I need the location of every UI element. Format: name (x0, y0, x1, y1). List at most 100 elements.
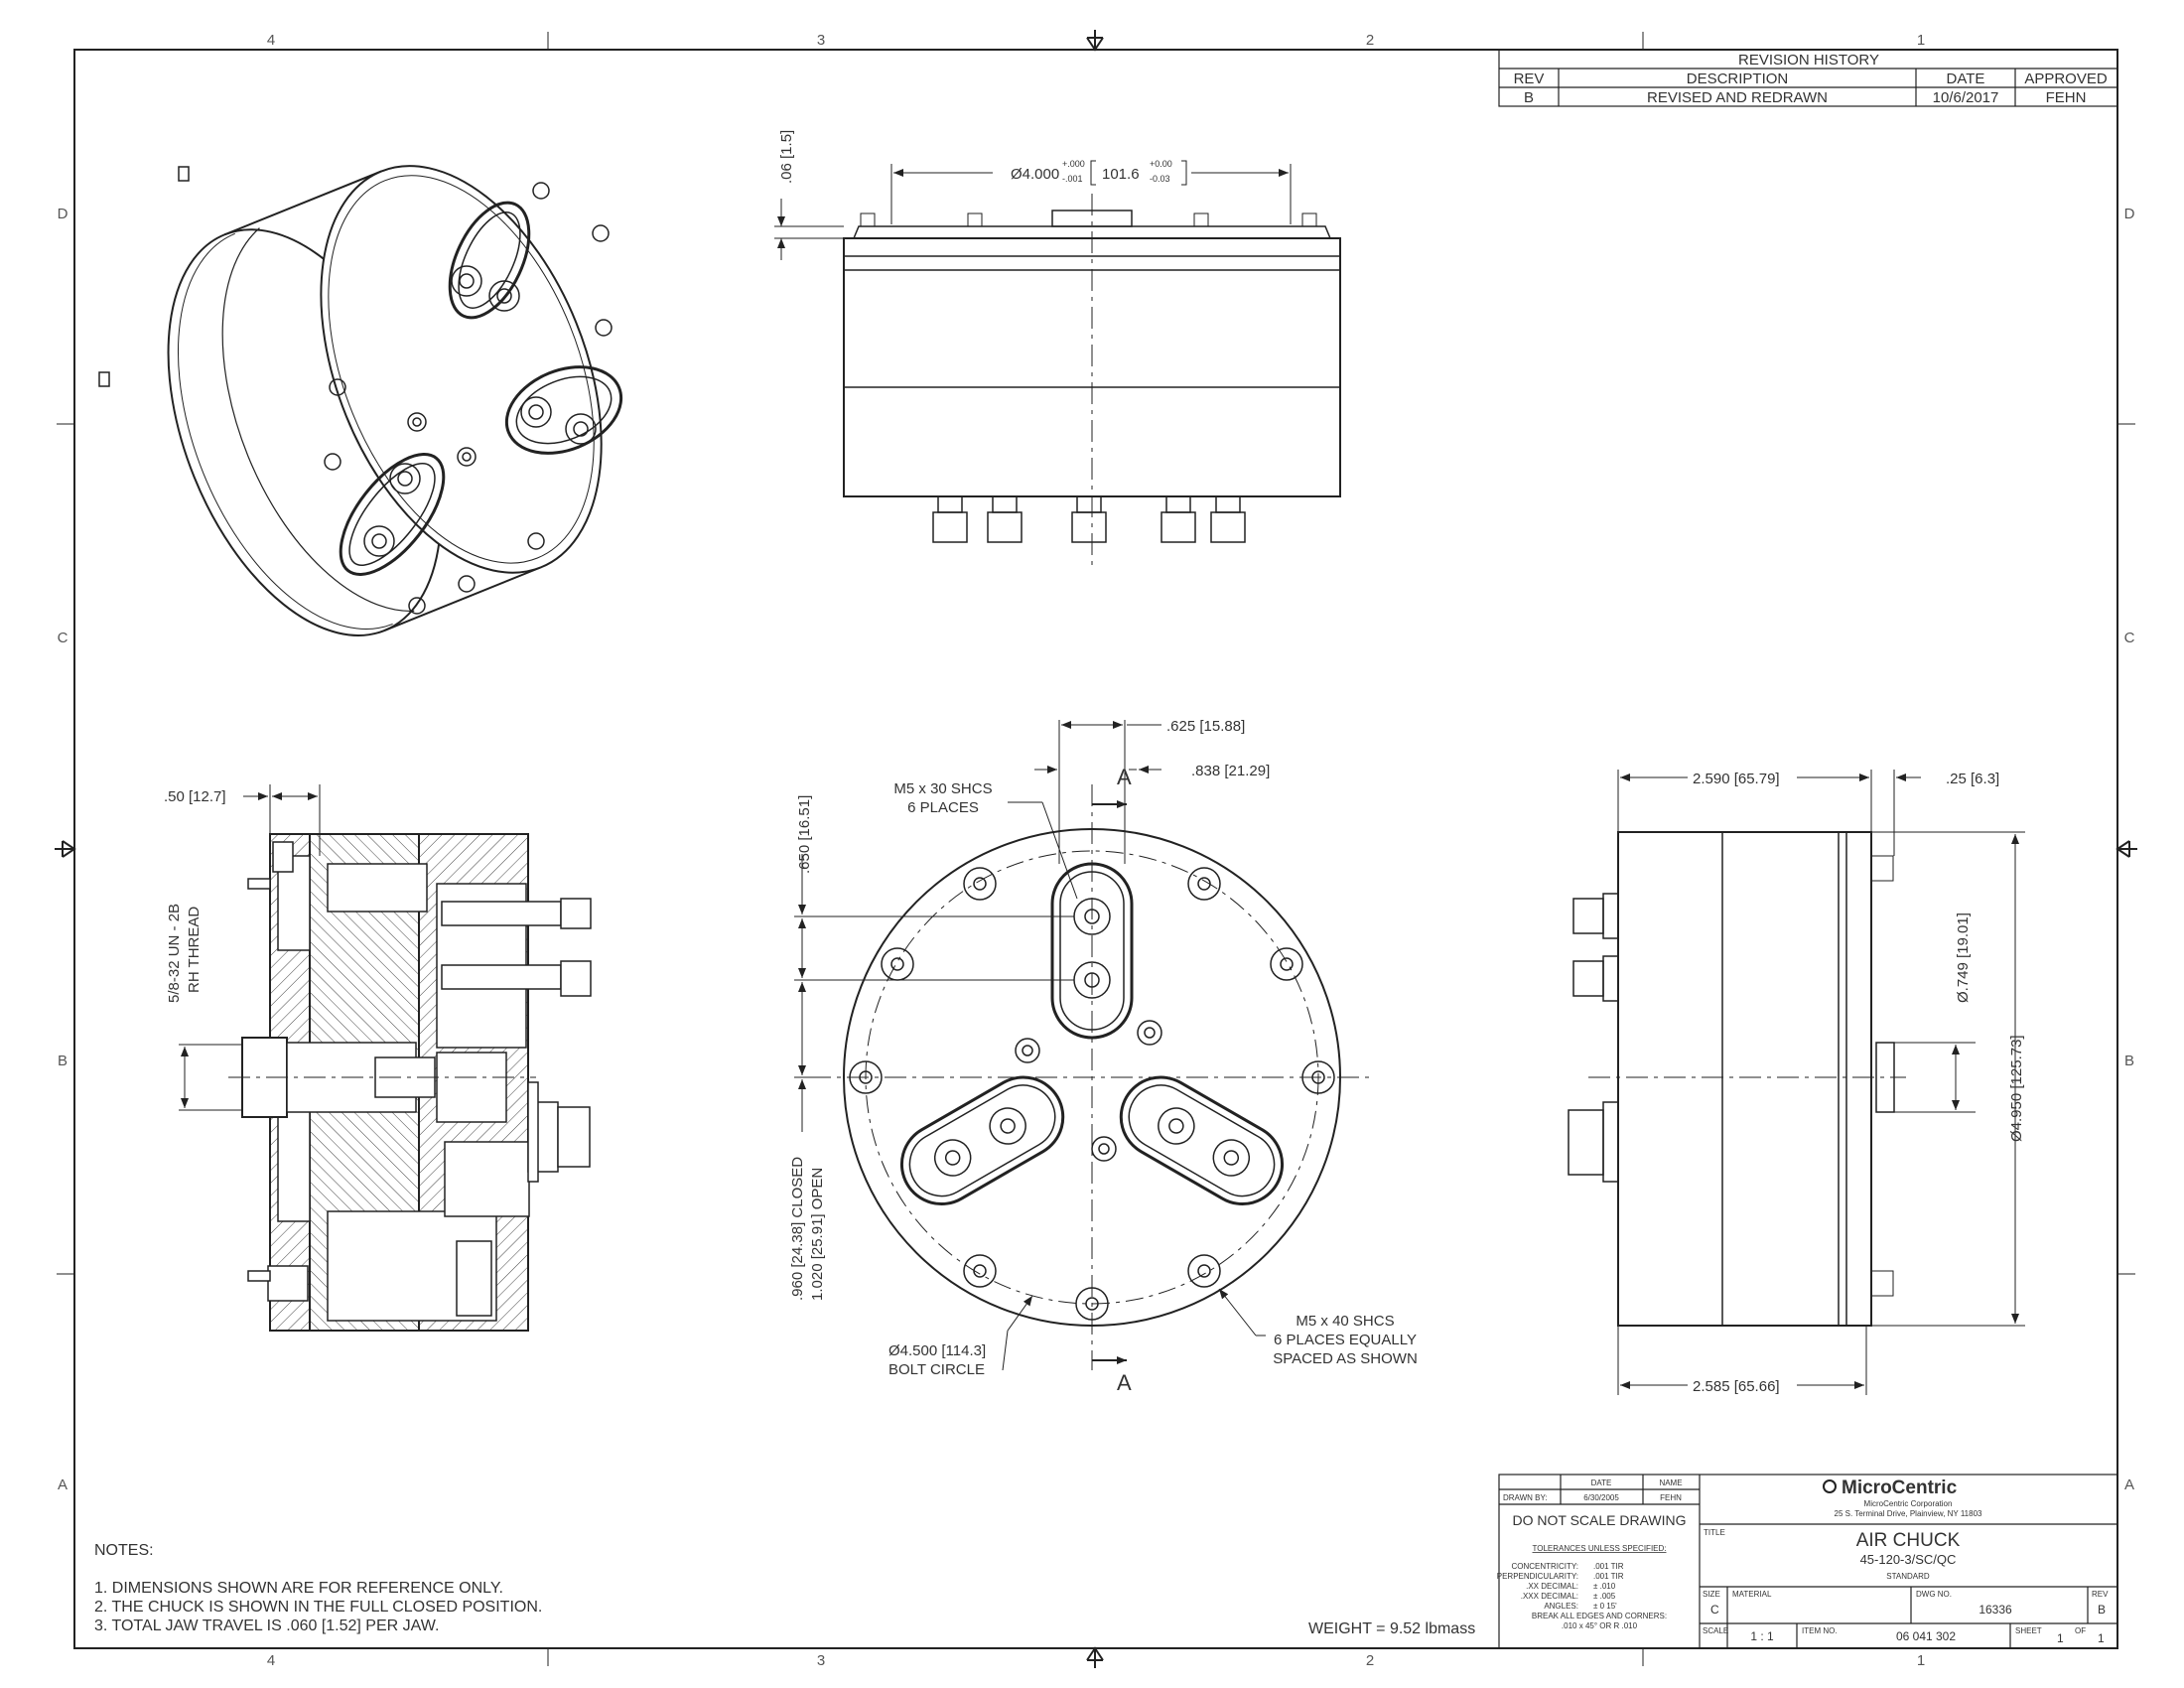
tol-perpendicularity-value: .001 TIR (1593, 1572, 1624, 1581)
of-label: OF (2075, 1626, 2086, 1635)
break-edges-line1: BREAK ALL EDGES AND CORNERS: (1532, 1612, 1667, 1620)
zone-row-d-right: D (2124, 206, 2135, 222)
break-edges-line2: .010 x 45° OR R .010 (1562, 1621, 1638, 1630)
front-diameter-tol-minus: -.001 (1062, 174, 1083, 184)
title-block: DATE NAME DRAWN BY: 6/30/2005 FEHN DO NO… (1497, 1474, 2118, 1649)
description-col-header: DESCRIPTION (1687, 70, 1789, 87)
zone-col-4-bottom: 4 (267, 1652, 275, 1669)
weight-label: WEIGHT = 9.52 lbmass (1308, 1620, 1475, 1637)
front-diameter-tol-plus: +.000 (1062, 159, 1085, 169)
zone-row-c-left: C (58, 630, 68, 646)
tol-xx-label: .XX DECIMAL: (1526, 1582, 1578, 1591)
rev-label: REV (2092, 1590, 2109, 1599)
size-label: SIZE (1703, 1590, 1720, 1599)
notes: NOTES: 1. DIMENSIONS SHOWN ARE FOR REFER… (94, 1542, 542, 1634)
zone-col-1-bottom: 1 (1917, 1652, 1925, 1669)
sheet-total-value: 1 (2098, 1631, 2105, 1645)
size-value: C (1710, 1603, 1719, 1617)
dim-25-label: .25 [6.3] (1946, 771, 1999, 787)
side-view-labels: 2.590 [65.79] .25 [6.3] Ø.749 [19.01] Ø4… (1693, 771, 2025, 1395)
dim-749-label: Ø.749 [19.01] (1955, 913, 1972, 1003)
tol-xxx-value: ± .005 (1593, 1592, 1616, 1601)
dim-closed-label: .960 [24.38] CLOSED (789, 1157, 806, 1301)
tol-angles-label: ANGLES: (1544, 1602, 1578, 1611)
section-view-labels: .50 [12.7] 5/8-32 UN - 2B RH THREAD (164, 788, 226, 1003)
tb-drawn-name: FEHN (1660, 1493, 1682, 1502)
zone-labels: 4 3 2 1 4 3 2 1 D C B A D C B A (58, 32, 2135, 1669)
note-1: 1. DIMENSIONS SHOWN ARE FOR REFERENCE ON… (94, 1580, 503, 1597)
revision-history-table: REVISION HISTORY REV DESCRIPTION DATE AP… (1498, 49, 2118, 107)
front-diameter-label: Ø4.000 (1011, 166, 1059, 183)
zone-col-3-top: 3 (817, 32, 825, 49)
company-logo: MicroCentric (1823, 1477, 1958, 1498)
dim-2585-label: 2.585 [65.66] (1693, 1378, 1780, 1395)
do-not-scale-label: DO NOT SCALE DRAWING (1512, 1512, 1686, 1528)
company-logo-text: MicroCentric (1842, 1477, 1958, 1498)
callout-m5x40-line3: SPACED AS SHOWN (1273, 1350, 1418, 1367)
thread-spec-line2: RH THREAD (186, 907, 203, 993)
part-number: 45-120-3/SC/QC (1860, 1552, 1957, 1567)
front-metric-tol-plus: +0.00 (1150, 159, 1172, 169)
rev-col-header: REV (1514, 70, 1545, 87)
callout-m5x40-line2: 6 PLACES EQUALLY (1274, 1332, 1417, 1348)
section-width-label: .50 [12.7] (164, 788, 226, 805)
tb-date-header: DATE (1591, 1478, 1612, 1487)
dim-open-label: 1.020 [25.91] OPEN (809, 1168, 826, 1301)
top-view-labels: .625 [15.88] .838 [21.29] A A M5 x 30 SH… (789, 718, 1418, 1395)
approved-col-header: APPROVED (2024, 70, 2108, 87)
revision-history-heading: REVISION HISTORY (1738, 52, 1879, 69)
zone-row-c-right: C (2124, 630, 2135, 646)
thread-spec-line1: 5/8-32 UN - 2B (166, 904, 183, 1003)
dim-625-label: .625 [15.88] (1166, 718, 1245, 735)
company-address: 25 S. Terminal Drive, Plainview, NY 1180… (1835, 1509, 1983, 1518)
dim-2590-label: 2.590 [65.79] (1693, 771, 1780, 787)
dim-4950-label: Ø4.950 [125.73] (2008, 1035, 2025, 1142)
description-cell: REVISED AND REDRAWN (1647, 89, 1828, 106)
material-label: MATERIAL (1732, 1590, 1772, 1599)
tb-drawn-date: 6/30/2005 (1583, 1493, 1619, 1502)
scale-value: 1 : 1 (1750, 1629, 1774, 1643)
zone-row-b-left: B (58, 1053, 68, 1069)
note-3: 3. TOTAL JAW TRAVEL IS .060 [1.52] PER J… (94, 1618, 439, 1634)
sheet-value: 1 (2057, 1631, 2064, 1645)
tol-concentricity-value: .001 TIR (1593, 1562, 1624, 1571)
callout-m5x30-line1: M5 x 30 SHCS (893, 780, 992, 797)
dwg-no-value: 16336 (1979, 1603, 2012, 1617)
zone-col-4-top: 4 (267, 32, 275, 49)
bolt-circle-line1: Ø4.500 [114.3] (888, 1342, 986, 1359)
zone-col-2-bottom: 2 (1366, 1652, 1374, 1669)
tolerances-heading: TOLERANCES UNLESS SPECIFIED: (1533, 1544, 1667, 1553)
isometric-view (98, 165, 623, 636)
sheet-label: SHEET (2015, 1626, 2042, 1635)
front-step-label: .06 [1.5] (778, 130, 795, 184)
company-name: MicroCentric Corporation (1864, 1499, 1953, 1508)
item-no-value: 06 041 302 (1896, 1629, 1956, 1643)
zone-row-a-right: A (2124, 1477, 2134, 1493)
front-view-dimensions: Ø4.000 +.000 -.001 101.6 +0.00 -0.03 .06… (778, 130, 1187, 186)
zone-row-a-left: A (58, 1477, 68, 1493)
section-mark-bottom: A (1117, 1370, 1132, 1395)
zone-col-1-top: 1 (1917, 32, 1925, 49)
date-col-header: DATE (1947, 70, 1985, 87)
front-diameter-metric: 101.6 (1102, 166, 1140, 183)
callout-m5x40-line1: M5 x 40 SHCS (1296, 1313, 1394, 1330)
tol-perpendicularity-label: PERPENDICULARITY: (1497, 1572, 1578, 1581)
front-metric-tol-minus: -0.03 (1150, 174, 1170, 184)
scale-label: SCALE (1703, 1626, 1728, 1635)
rev-cell: B (1524, 89, 1534, 106)
zone-col-3-bottom: 3 (817, 1652, 825, 1669)
side-view (1568, 770, 2025, 1395)
tol-angles-value: ± 0 15' (1593, 1602, 1617, 1611)
zone-col-2-top: 2 (1366, 32, 1374, 49)
zone-row-b-right: B (2124, 1053, 2134, 1069)
callout-m5x30-line2: 6 PLACES (907, 799, 979, 816)
top-view (794, 720, 1375, 1371)
rev-value: B (2098, 1603, 2106, 1617)
tol-xxx-label: .XXX DECIMAL: (1521, 1592, 1578, 1601)
dim-650-label: .650 [16.51] (796, 795, 813, 874)
center-marks (55, 30, 2137, 1668)
note-2: 2. THE CHUCK IS SHOWN IN THE FULL CLOSED… (94, 1599, 542, 1616)
section-view (179, 784, 592, 1332)
tb-name-header: NAME (1659, 1478, 1682, 1487)
